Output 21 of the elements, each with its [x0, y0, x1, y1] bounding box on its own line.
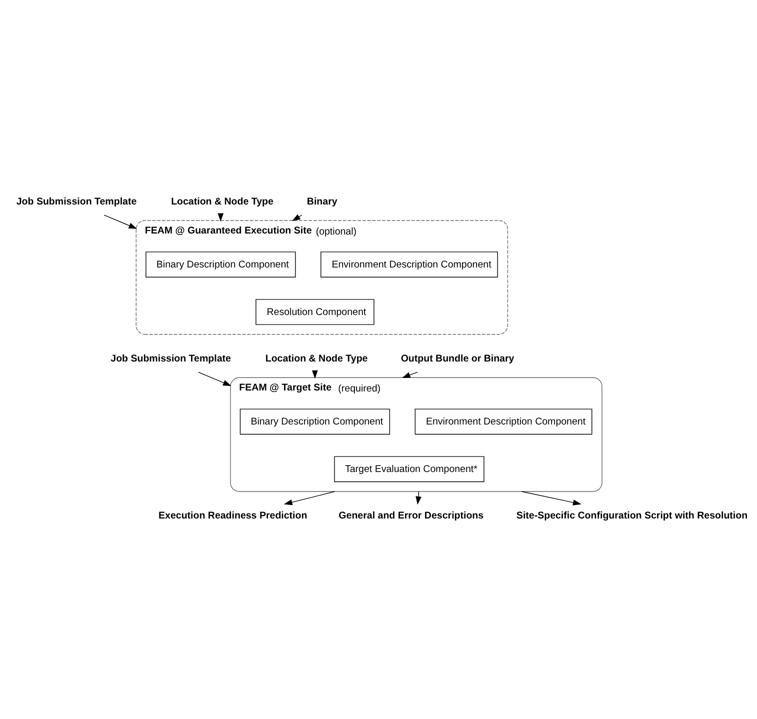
node-box: Target Evaluation Component* — [334, 456, 484, 482]
node-box: Binary Description Component — [240, 408, 390, 435]
node-box: Environment Description Component — [320, 252, 498, 278]
node-box: Binary Description Component — [146, 252, 296, 278]
node-text: Execution Readiness Prediction — [158, 510, 308, 522]
node-text: Location & Node Type — [171, 196, 274, 208]
node-text: Job Submission Template — [16, 196, 137, 208]
arrow — [104, 214, 138, 229]
arrow — [284, 491, 336, 506]
node-text: Job Submission Template — [110, 353, 231, 364]
arrow — [292, 214, 302, 222]
node-text: Binary — [306, 196, 338, 208]
node-text: General and Error Descriptions — [338, 510, 484, 522]
arrow — [402, 372, 418, 378]
node-text: Site-Specific Configuration Script with Resolution — [516, 510, 748, 522]
arrow — [521, 491, 582, 506]
node-box: Environment Description Component — [414, 408, 592, 435]
node-box: Resolution Component — [256, 299, 374, 325]
node-text: Location & Node Type — [265, 353, 368, 364]
arrow — [198, 372, 232, 386]
node-text: Output Bundle or Binary — [400, 353, 514, 364]
